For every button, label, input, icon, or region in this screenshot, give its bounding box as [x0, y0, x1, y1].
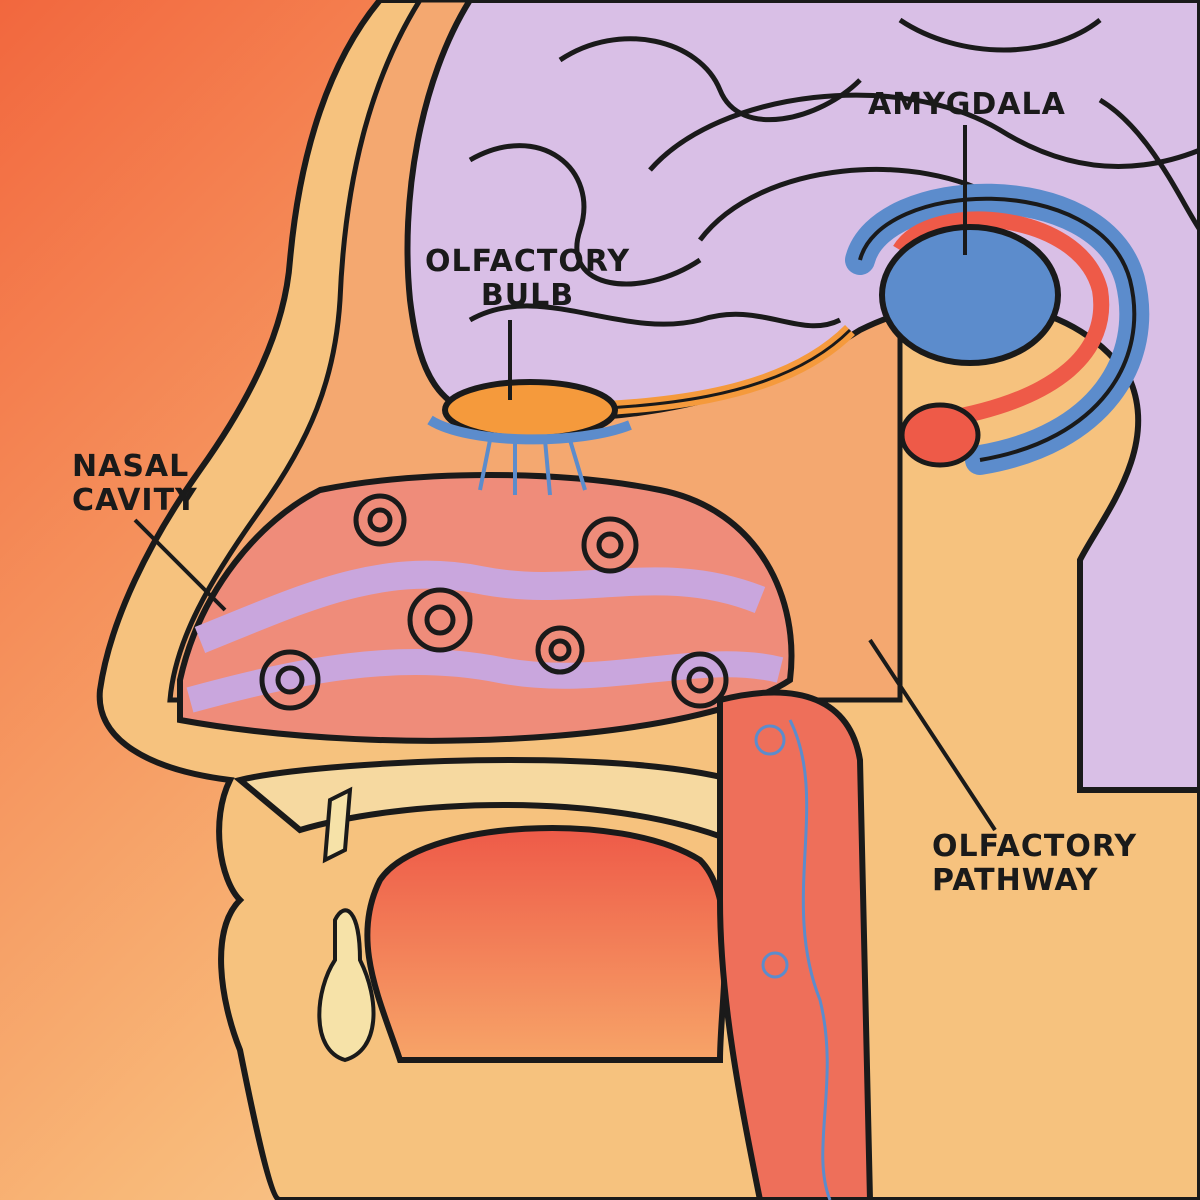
- throat-vessels: [754, 719, 832, 1200]
- nasal-turbinates: [186, 493, 784, 713]
- hippocampus-red: [899, 402, 981, 468]
- tooth-lower: [317, 908, 376, 1063]
- nasal-cavity-leader: [133, 518, 227, 612]
- label-olfactory-pathway: OLFACTORY PATHWAY: [932, 829, 1138, 898]
- label-nasal-cavity: NASAL CAVITY: [72, 449, 198, 518]
- red-vessel-arc: [893, 211, 1110, 428]
- label-olfactory-bulb: OLFACTORY BULB: [425, 244, 631, 313]
- olfactory-pathway-leader: [868, 638, 997, 832]
- oral-cavity: [364, 825, 728, 1063]
- leader-lines: [133, 125, 997, 832]
- tooth-upper: [322, 786, 353, 864]
- throat: [717, 689, 874, 1200]
- label-amygdala: AMYGDALA: [868, 87, 1066, 122]
- olfactory-nerves: [478, 439, 587, 496]
- amygdala-shape: [879, 224, 1061, 366]
